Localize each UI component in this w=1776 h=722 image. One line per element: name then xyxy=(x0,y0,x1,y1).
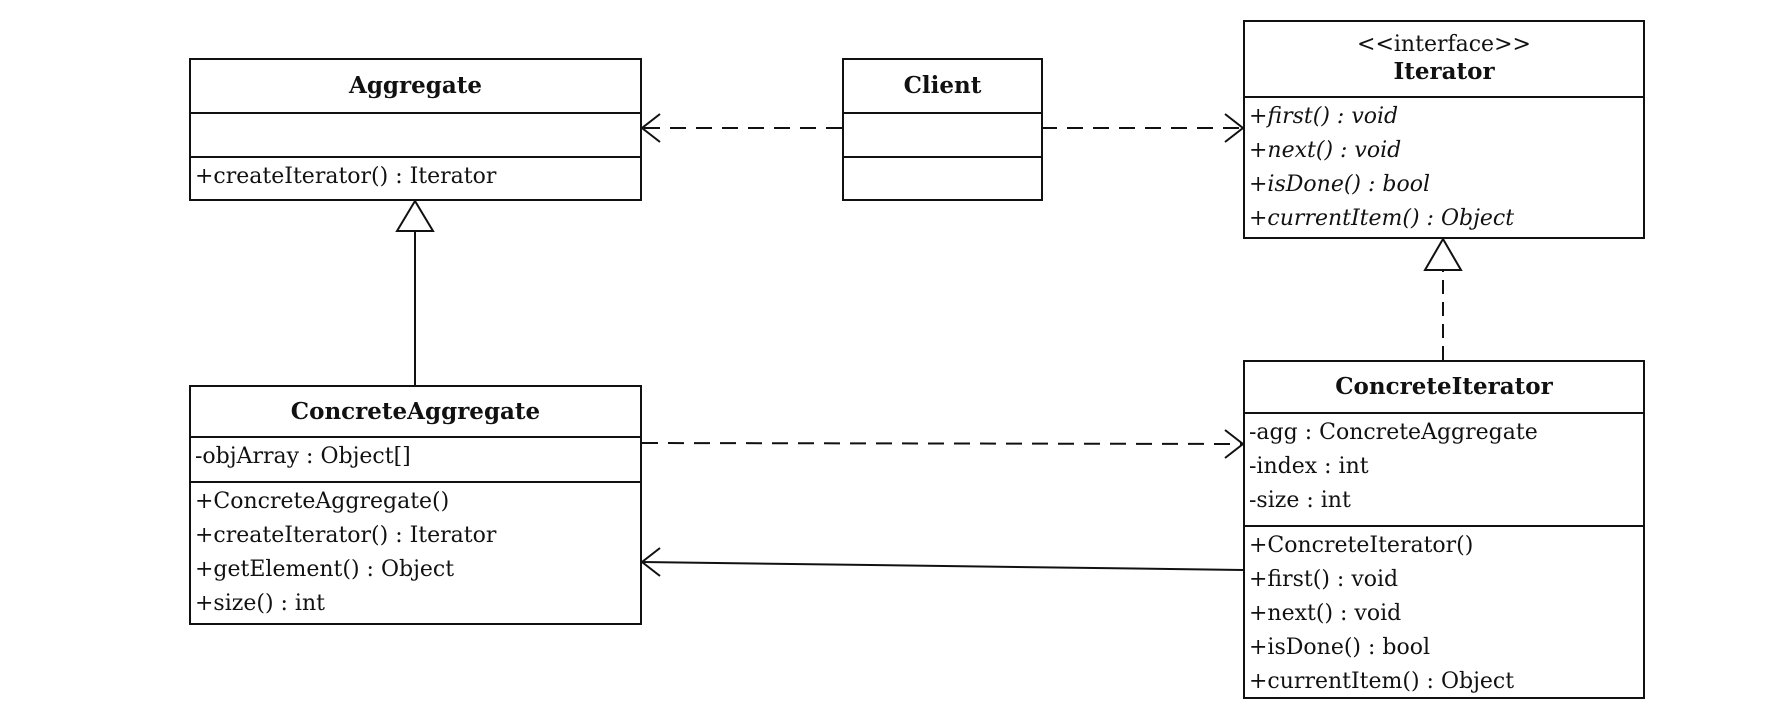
client-name: Client xyxy=(903,72,982,99)
client-attributes xyxy=(844,112,1041,156)
concrete-aggregate-class: ConcreteAggregate -objArray : Object[] +… xyxy=(189,385,642,625)
operation: +isDone() : bool xyxy=(1249,172,1431,197)
iterator-stereotype: <<interface>> xyxy=(1357,32,1531,57)
operation: +getElement() : Object xyxy=(195,557,455,582)
attribute: -objArray : Object[] xyxy=(195,444,411,469)
operation: +ConcreteAggregate() xyxy=(195,489,450,514)
operation: +createIterator() : Iterator xyxy=(195,523,497,548)
client-class: Client xyxy=(842,58,1043,201)
concrete-aggregate-iterator-dependency xyxy=(641,442,1244,445)
client-operations xyxy=(844,156,1041,199)
aggregate-arrowhead xyxy=(640,113,661,143)
operation: +first() : void xyxy=(1249,567,1399,592)
attribute: -size : int xyxy=(1249,488,1351,513)
concrete-iterator-name: ConcreteIterator xyxy=(1335,373,1553,400)
concrete-aggregate-name: ConcreteAggregate xyxy=(290,397,541,425)
operation: +size() : int xyxy=(195,591,325,616)
operation: +ConcreteIterator() xyxy=(1249,533,1474,558)
operation: +first() : void xyxy=(1249,104,1399,129)
operation: +currentItem() : Object xyxy=(1249,206,1515,231)
concrete-iterator-header: ConcreteIterator xyxy=(1245,362,1643,412)
attribute: -index : int xyxy=(1249,454,1369,479)
aggregate-attributes xyxy=(191,112,640,156)
operation: +isDone() : bool xyxy=(1249,635,1431,660)
attribute: -agg : ConcreteAggregate xyxy=(1249,420,1538,445)
concrete-iterator-attributes: -agg : ConcreteAggregate -index : int -s… xyxy=(1245,412,1643,525)
iterator-name: Iterator xyxy=(1393,58,1495,85)
operation: +currentItem() : Object xyxy=(1249,669,1515,694)
operation: +createIterator() : Iterator xyxy=(195,164,497,189)
concrete-aggregate-attributes: -objArray : Object[] xyxy=(191,436,640,481)
aggregate-generalization-triangle xyxy=(395,199,435,232)
iterator-realization-triangle xyxy=(1423,237,1463,271)
concrete-aggregate-operations: +ConcreteAggregate() +createIterator() :… xyxy=(191,481,640,621)
iterator-operations: +first() : void +next() : void +isDone()… xyxy=(1245,96,1643,236)
aggregate-class: Aggregate +createIterator() : Iterator xyxy=(189,58,642,201)
concrete-iterator-operations: +ConcreteIterator() +first() : void +nex… xyxy=(1245,525,1643,699)
concrete-aggregate-arrowhead xyxy=(640,547,661,577)
aggregate-name: Aggregate xyxy=(348,72,482,99)
operation: +next() : void xyxy=(1249,601,1402,626)
operation: +next() : void xyxy=(1249,138,1402,163)
concrete-aggregate-header: ConcreteAggregate xyxy=(191,387,640,436)
aggregate-header: Aggregate xyxy=(191,60,640,112)
iterator-header: <<interface>> Iterator xyxy=(1245,22,1643,96)
concrete-iterator-aggregate-association xyxy=(641,561,1244,571)
client-header: Client xyxy=(844,60,1041,112)
aggregate-operations: +createIterator() : Iterator xyxy=(191,156,640,194)
iterator-interface: <<interface>> Iterator +first() : void +… xyxy=(1243,20,1645,239)
concrete-iterator-class: ConcreteIterator -agg : ConcreteAggregat… xyxy=(1243,360,1645,699)
